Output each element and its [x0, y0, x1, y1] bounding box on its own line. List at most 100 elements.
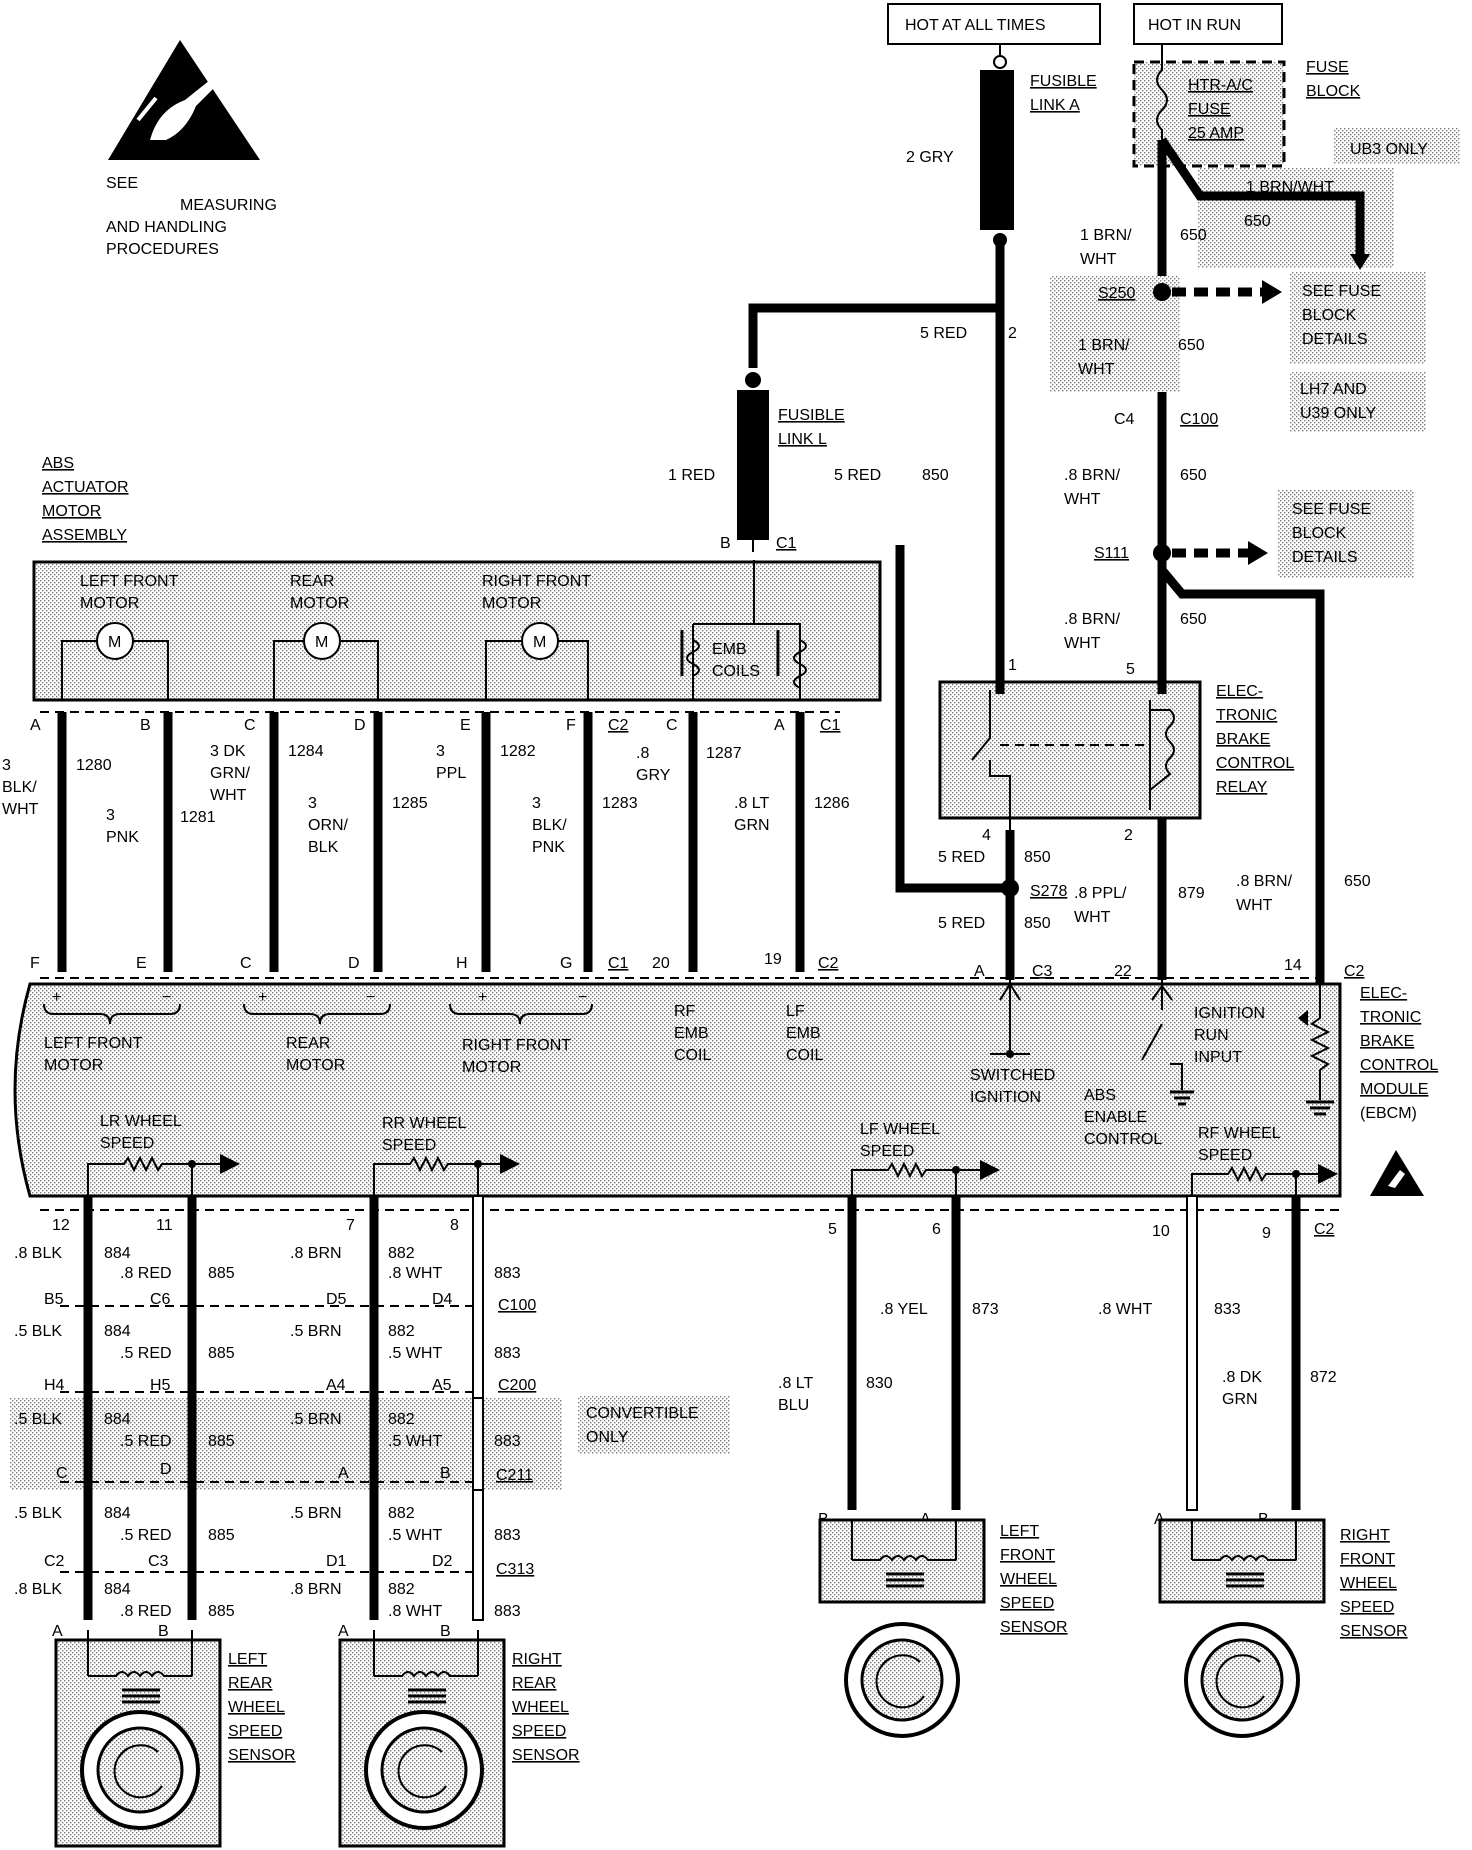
- fuse-name-1: HTR-A/C: [1188, 77, 1253, 94]
- r1-blk: .8 BLK: [14, 1245, 62, 1262]
- rf-speed-input-icon: [1191, 1164, 1338, 1196]
- ebcm-rfm-2: MOTOR: [462, 1059, 521, 1076]
- r3-brn: .5 BRN: [290, 1411, 342, 1428]
- svg-text:−: −: [578, 989, 587, 1006]
- ebcm-abs-3: CONTROL: [1084, 1131, 1162, 1148]
- emb-coils-icon: [680, 560, 807, 700]
- see-fuse-1b: BLOCK: [1302, 307, 1357, 324]
- fuse-block-title-2: BLOCK: [1306, 83, 1361, 100]
- relay-pin-4: 4: [982, 827, 991, 844]
- ebcm-rr-2: SPEED: [382, 1137, 436, 1154]
- connector-c100-top: C100: [1180, 411, 1218, 428]
- hot-in-run: HOT IN RUN: [1148, 17, 1241, 34]
- wire-5-red-c: 5 RED: [938, 849, 985, 866]
- pin-c-ebcm: C: [240, 955, 252, 972]
- ebcm-rfe-2: EMB: [674, 1025, 709, 1042]
- w-blkpnk3-3: PNK: [532, 839, 565, 856]
- ebcm-motor-brackets: [43, 1003, 593, 1025]
- pin-8: 8: [450, 1217, 459, 1234]
- ebcm-sw-1: SWITCHED: [970, 1067, 1055, 1084]
- w-dkgrn8-1: .8 DK: [1222, 1369, 1262, 1386]
- see-fuse-2a: SEE FUSE: [1292, 501, 1371, 518]
- w-dkgrn3-3: WHT: [210, 787, 247, 804]
- w-833: 833: [1214, 1301, 1241, 1318]
- pin-a-c211: A: [338, 1465, 349, 1482]
- lf-sensor-3: WHEEL: [1000, 1571, 1057, 1588]
- w-yel8: .8 YEL: [880, 1301, 928, 1318]
- lr-sensor-5: SENSOR: [228, 1747, 296, 1764]
- actuator-rf-2: MOTOR: [482, 595, 541, 612]
- wire-650-ub3: [1158, 137, 1365, 258]
- w-gry8-2: GRY: [636, 767, 671, 784]
- fusible-link-l-label-2: LINK L: [778, 431, 827, 448]
- r4-884: 884: [104, 1505, 131, 1522]
- splice-s250: [1153, 283, 1171, 301]
- lr-speed-input-icon: [87, 1154, 240, 1196]
- r3-883: 883: [494, 1433, 521, 1450]
- ub3-only: UB3 ONLY: [1350, 141, 1428, 158]
- connector-c1-ebcm: C1: [608, 955, 629, 972]
- esd-text-2: MEASURING: [180, 197, 277, 214]
- lf-motor-icon: M: [61, 622, 169, 700]
- wire-1-brnwht-b2: WHT: [1078, 361, 1115, 378]
- pin-f-ebcm: F: [30, 955, 40, 972]
- pin-g-ebcm: G: [560, 955, 572, 972]
- wire-8-brnwht-b1: .8 BRN/: [1064, 611, 1121, 628]
- r1-884: 884: [104, 1245, 131, 1262]
- w-orn3-1: 3: [308, 795, 317, 812]
- rf-sensor-4: SPEED: [1340, 1599, 1394, 1616]
- pin-d5: D5: [326, 1291, 347, 1308]
- convertible-only-1: CONVERTIBLE: [586, 1405, 699, 1422]
- relay-title-1: ELEC-: [1216, 683, 1263, 700]
- connector-c3-ebcm: C3: [1032, 963, 1053, 980]
- svg-text:M: M: [533, 634, 546, 651]
- lr-sensor-3: WHEEL: [228, 1699, 285, 1716]
- wire-650-d: 650: [1180, 611, 1207, 628]
- wire-850-b: 850: [1024, 849, 1051, 866]
- wire-650-c: 650: [1180, 467, 1207, 484]
- relay-title-2: TRONIC: [1216, 707, 1277, 724]
- svg-text:M: M: [315, 634, 328, 651]
- wire-650-ebcm: [1158, 567, 1325, 984]
- r1-883: 883: [494, 1265, 521, 1282]
- pin-d-ebcm: D: [348, 955, 360, 972]
- pin-b-rr: B: [440, 1623, 451, 1640]
- r1-885: 885: [208, 1265, 235, 1282]
- w-873: 873: [972, 1301, 999, 1318]
- actuator-lf-1: LEFT FRONT: [80, 573, 179, 590]
- lf-sensor-4: SPEED: [1000, 1595, 1054, 1612]
- r1-wht: .8 WHT: [388, 1265, 442, 1282]
- wire-1-brnwht-a1: 1 BRN/: [1080, 227, 1132, 244]
- wire-2-gry: 2 GRY: [906, 149, 954, 166]
- pin-10-ebcm: 10: [1152, 1223, 1170, 1240]
- emb-coils-2: COILS: [712, 663, 760, 680]
- abs-enable-resistor-icon: [1298, 984, 1334, 1116]
- pin-a-emb: A: [774, 717, 785, 734]
- w-1283: 1283: [602, 795, 638, 812]
- w-blkpnk3-2: BLK/: [532, 817, 567, 834]
- rf-motor-icon: M: [485, 622, 589, 700]
- lr-sensor-4: SPEED: [228, 1723, 282, 1740]
- actuator-wires: [57, 712, 805, 972]
- pin-19-ebcm: 19: [764, 951, 782, 968]
- actuator-title-1: ABS: [42, 455, 74, 472]
- pin-d-act: D: [354, 717, 366, 734]
- wire-650-a: 650: [1180, 227, 1207, 244]
- pin-c-act: C: [244, 717, 256, 734]
- relay-pin-1: 1: [1008, 657, 1017, 674]
- splice-s278: [1001, 879, 1019, 897]
- lr-sensor-2: REAR: [228, 1675, 272, 1692]
- w-1281: 1281: [180, 809, 216, 826]
- connector-c100-lower: C100: [498, 1297, 536, 1314]
- r3-884: 884: [104, 1411, 131, 1428]
- pin-a4: A4: [326, 1377, 346, 1394]
- wire-5-red-b: 5 RED: [834, 467, 881, 484]
- w-dkgrn3-2: GRN/: [210, 765, 251, 782]
- wire-1-brnwht-b1: 1 BRN/: [1078, 337, 1130, 354]
- r5-blk: .8 BLK: [14, 1581, 62, 1598]
- r4-red: .5 RED: [120, 1527, 172, 1544]
- pin-c-emb: C: [666, 717, 678, 734]
- connector-c313: C313: [496, 1561, 534, 1578]
- r5-brn: .8 BRN: [290, 1581, 342, 1598]
